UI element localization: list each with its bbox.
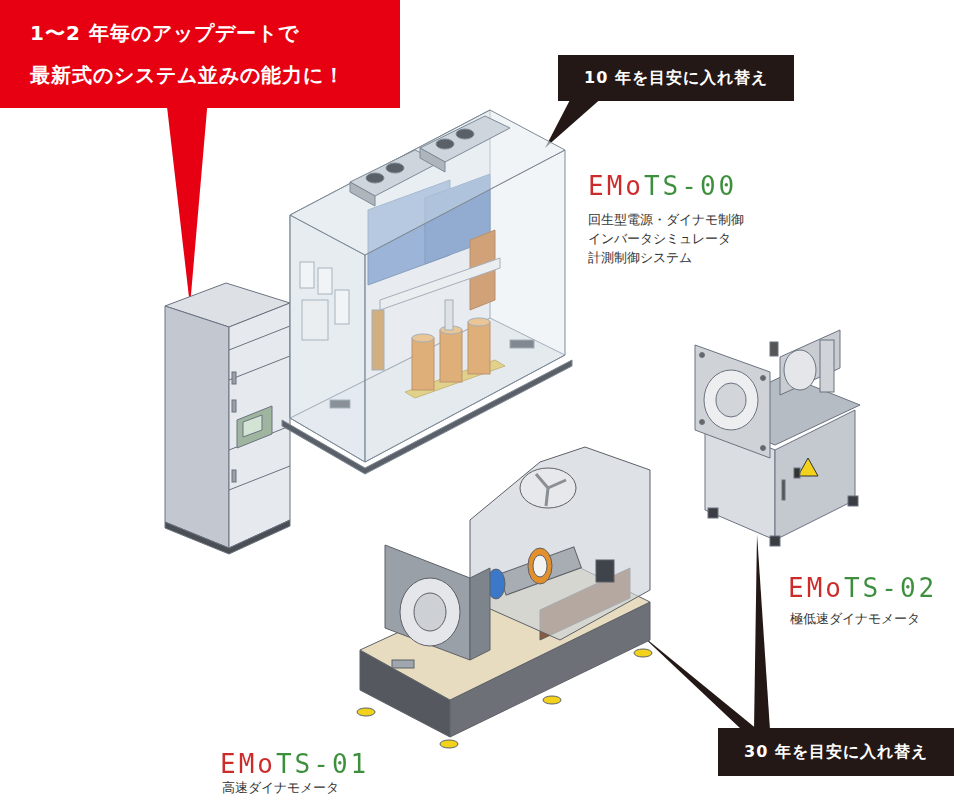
high-speed-dynamometer (499, 547, 582, 595)
rack-cabinet (229, 356, 290, 380)
product-logo: EMoTS-01 (220, 749, 369, 779)
replacement-callout: 30 年を目安に入れ替え (718, 728, 954, 776)
rack-cabinet (165, 520, 290, 554)
low-speed-dynamometer (695, 330, 860, 546)
headline-callout: 1〜2 年毎のアップデートで 最新式のシステム並みの能力に！ (0, 0, 400, 108)
high-speed-dynamometer (470, 568, 490, 660)
rack-cabinet (243, 415, 262, 437)
low-speed-dynamometer (780, 330, 840, 395)
high-speed-dynamometer (414, 593, 446, 631)
high-speed-dynamometer (400, 578, 460, 646)
high-speed-dynamometer (520, 468, 576, 508)
low-speed-dynamometer (770, 536, 780, 546)
high-speed-dynamometer (543, 696, 561, 704)
low-speed-dynamometer (761, 376, 766, 381)
product-logo: EMoTS-02 (788, 573, 937, 603)
callout-text: 10 年を目安に入れ替え (584, 66, 768, 90)
rack-cabinet (229, 303, 290, 548)
high-speed-dynamometer (385, 545, 470, 660)
power-cabinet (386, 163, 404, 173)
callout-pointer (166, 96, 770, 730)
low-speed-dynamometer (848, 496, 858, 506)
low-speed-dynamometer (708, 508, 718, 518)
low-speed-dynamometer (794, 468, 800, 478)
high-speed-dynamometer (634, 649, 652, 657)
low-speed-dynamometer (695, 345, 770, 458)
rack-cabinet (229, 326, 290, 350)
low-speed-dynamometer (784, 350, 816, 390)
power-cabinet (456, 129, 474, 139)
callout-pointer (638, 632, 758, 730)
rack-cabinet (232, 372, 236, 384)
high-speed-dynamometer (533, 555, 547, 577)
rack-cabinet (232, 400, 236, 412)
low-speed-dynamometer (704, 370, 758, 430)
high-speed-dynamometer (440, 740, 458, 748)
low-speed-dynamometer (700, 420, 705, 425)
power-cabinet (282, 110, 572, 474)
low-speed-dynamometer (798, 458, 818, 476)
power-cabinet (366, 173, 384, 183)
low-speed-dynamometer (782, 480, 785, 500)
rack-cabinet (165, 306, 229, 548)
product-description: 回生型電源・ダイナモ制御 インバータシミュレータ 計測制御システム (588, 210, 768, 267)
product-description: 極低速ダイナモメータ (790, 609, 920, 628)
callout-pointer (545, 96, 604, 148)
rack-cabinet (232, 470, 236, 482)
low-speed-dynamometer (820, 340, 834, 392)
callout-text: 1〜2 年毎のアップデートで 最新式のシステム並みの能力に！ (30, 12, 370, 96)
high-speed-dynamometer (528, 548, 552, 584)
power-cabinet (420, 148, 445, 172)
power-cabinet (290, 110, 565, 255)
rack-cabinet (237, 406, 272, 448)
callout-text: 30 年を目安に入れ替え (744, 740, 928, 764)
replacement-callout: 10 年を目安に入れ替え (558, 55, 794, 101)
high-speed-dynamometer (357, 447, 652, 748)
product-logo: EMoTS-00 (588, 171, 737, 201)
rack-cabinet (165, 283, 290, 554)
power-cabinet (350, 182, 375, 206)
high-speed-dynamometer (596, 560, 614, 582)
low-speed-dynamometer (716, 383, 746, 417)
high-speed-dynamometer (357, 708, 375, 716)
power-cabinet (290, 215, 365, 462)
callout-pointer (754, 534, 770, 730)
high-speed-dynamometer (470, 447, 650, 640)
low-speed-dynamometer (700, 353, 705, 358)
product-description: 高速ダイナモメータ (222, 778, 339, 797)
power-cabinet (436, 139, 454, 149)
high-speed-dynamometer (536, 474, 566, 506)
rack-cabinet (229, 466, 290, 490)
low-speed-dynamometer (761, 446, 766, 451)
callout-pointer (166, 98, 208, 306)
high-speed-dynamometer (392, 660, 414, 668)
low-speed-dynamometer (770, 342, 778, 356)
